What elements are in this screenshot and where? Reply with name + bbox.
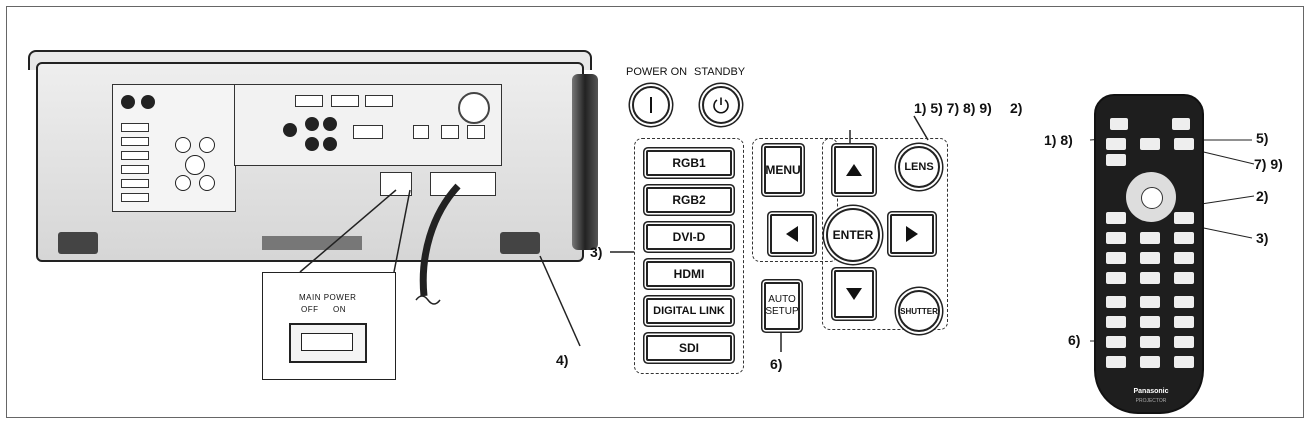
remote-key	[1106, 252, 1126, 264]
remote-key	[1140, 336, 1160, 348]
remote-standby-key	[1172, 118, 1190, 130]
lens-barrel	[572, 74, 598, 250]
remote-power-on-key	[1110, 118, 1128, 130]
input-button-rgb2[interactable]: RGB2	[646, 187, 732, 213]
callout-lens-steps: 1) 5) 7) 8) 9)	[914, 100, 992, 116]
ac-inlet	[430, 172, 496, 196]
callout-remote-inputs: 3)	[1256, 230, 1269, 246]
menu-group	[752, 138, 838, 262]
input-button-hdmi[interactable]: HDMI	[646, 261, 732, 287]
main-power-switch	[380, 172, 412, 196]
remote-key	[1140, 316, 1160, 328]
power-icon	[650, 97, 652, 113]
up-arrow-icon	[846, 164, 862, 176]
remote-key	[1106, 336, 1126, 348]
switch-on-label: ON	[333, 305, 346, 314]
remote-key	[1106, 212, 1126, 224]
remote-brand: Panasonic	[1133, 388, 1169, 395]
remote-key	[1140, 272, 1160, 284]
auto-setup-line1: AUTO	[768, 294, 796, 305]
left-arrow-button[interactable]	[770, 214, 814, 254]
remote-key	[1174, 336, 1194, 348]
standby-label: STANDBY	[694, 66, 746, 78]
left-arrow-icon	[786, 226, 798, 242]
auto-setup-button[interactable]: AUTO SETUP	[764, 282, 800, 330]
up-arrow-button[interactable]	[834, 146, 874, 194]
remote-key	[1174, 232, 1194, 244]
adjustable-foot-right	[500, 232, 540, 254]
remote-key	[1106, 296, 1126, 308]
projector-control-panel	[112, 84, 236, 212]
remote-key	[1140, 296, 1160, 308]
callout-auto-setup-step: 6)	[770, 356, 783, 372]
right-arrow-button[interactable]	[890, 214, 934, 254]
callout-remote-shift: 5)	[1256, 130, 1269, 146]
input-button-digital-link[interactable]: DIGITAL LINK	[646, 298, 732, 324]
remote-key	[1140, 232, 1160, 244]
remote-key	[1174, 212, 1194, 224]
remote-key	[1106, 316, 1126, 328]
input-buttons-group	[634, 138, 744, 374]
down-arrow-icon	[846, 288, 862, 300]
rocker-switch	[289, 323, 367, 363]
remote-key	[1174, 296, 1194, 308]
callout-remote-auto: 6)	[1068, 332, 1081, 348]
remote-dpad	[1126, 172, 1176, 222]
projector-io-panel	[234, 84, 502, 166]
remote-key	[1106, 232, 1126, 244]
callout-remote-arrows: 2)	[1256, 188, 1269, 204]
power-on-label: POWER ON	[626, 66, 688, 78]
remote-key	[1106, 356, 1126, 368]
callout-remote-focus: 1) 8)	[1044, 132, 1073, 148]
remote-control: Panasonic PROJECTOR	[1094, 94, 1204, 414]
auto-setup-line2: SETUP	[765, 306, 799, 317]
arrow-group	[822, 138, 948, 330]
callout-remote-zoom: 7) 9)	[1254, 156, 1283, 172]
remote-sub: PROJECTOR	[1135, 398, 1167, 404]
remote-key	[1140, 356, 1160, 368]
remote-zoom-key	[1140, 138, 1160, 150]
enter-button[interactable]: ENTER	[826, 208, 880, 262]
menu-button[interactable]: MENU	[764, 146, 802, 194]
main-power-zoom: MAIN POWER OFF ON	[262, 272, 396, 380]
callout-feet-step: 4)	[556, 352, 569, 368]
input-button-rgb1[interactable]: RGB1	[646, 150, 732, 176]
remote-focus-key	[1106, 138, 1126, 150]
remote-enter-key	[1141, 187, 1163, 209]
down-arrow-button[interactable]	[834, 270, 874, 318]
input-button-sdi[interactable]: SDI	[646, 335, 732, 361]
shutter-button[interactable]: SHUTTER	[898, 290, 940, 332]
switch-off-label: OFF	[301, 305, 319, 314]
remote-key	[1140, 252, 1160, 264]
remote-key	[1174, 356, 1194, 368]
figure-frame	[6, 6, 1304, 418]
callout-inputs-step: 3)	[590, 244, 603, 260]
standby-icon	[713, 97, 729, 114]
lens-button[interactable]: LENS	[898, 146, 940, 188]
right-arrow-icon	[906, 226, 918, 242]
input-button-dvi-d[interactable]: DVI-D	[646, 224, 732, 250]
remote-key	[1174, 316, 1194, 328]
remote-menu-key	[1106, 154, 1126, 166]
remote-key	[1106, 272, 1126, 284]
adjustable-foot-left	[58, 232, 98, 254]
remote-shift-key	[1174, 138, 1194, 150]
main-power-title: MAIN POWER	[299, 293, 357, 302]
remote-key	[1174, 272, 1194, 284]
power-on-button[interactable]	[632, 86, 670, 124]
remote-key	[1174, 252, 1194, 264]
callout-arrows-step: 2)	[1010, 100, 1023, 116]
standby-button[interactable]	[702, 86, 740, 124]
